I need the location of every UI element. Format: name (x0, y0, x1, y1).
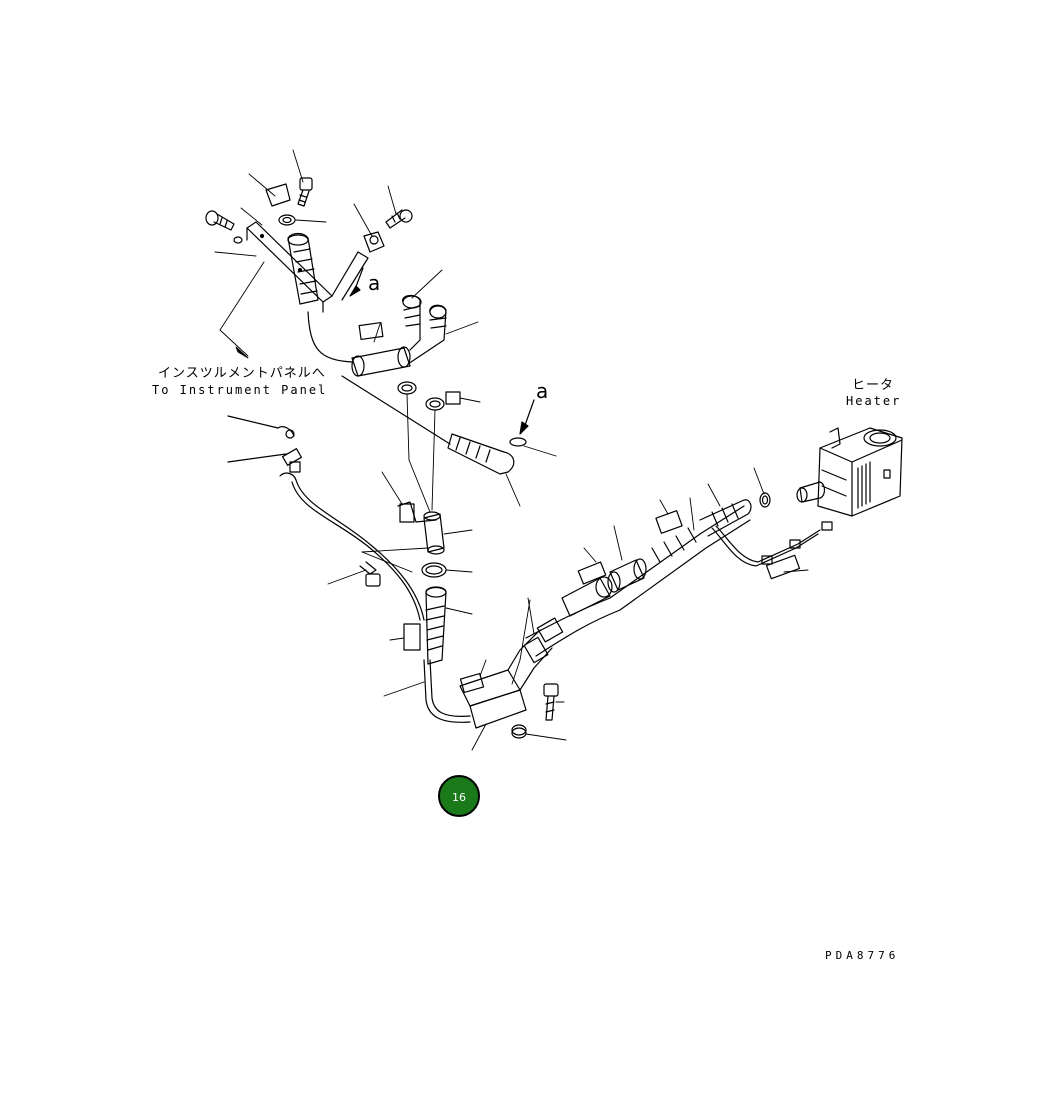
instrument-panel-bracket (247, 222, 368, 312)
clamp-right (760, 493, 770, 507)
bolt-top-left (206, 211, 242, 243)
harness-right (712, 522, 832, 579)
leader-lines-mid (374, 270, 556, 512)
bolt-left (360, 562, 380, 586)
bracket-center (398, 502, 436, 522)
heater-label-jp: ヒータ (852, 378, 895, 393)
duct-branch-left (403, 296, 421, 350)
wire-harness-left (228, 416, 424, 620)
bolt-top-right (386, 210, 412, 228)
clip-right (364, 232, 384, 252)
view-arrow-a-mid (520, 400, 534, 434)
duct-vertical (404, 587, 446, 664)
hose-clamp (422, 563, 446, 577)
heater-unit (818, 428, 902, 516)
duct-top (288, 234, 318, 305)
duct-elbow-mid (448, 434, 526, 474)
duct-long-right (524, 500, 751, 663)
view-a-label-mid: a (536, 379, 549, 403)
bolt-top-center (298, 178, 312, 206)
instrument-panel-label-en: To Instrument Panel (152, 383, 328, 397)
clip-top (266, 184, 295, 225)
leader-lines-right (528, 468, 808, 634)
nut-bottom (512, 725, 526, 738)
instrument-panel-label-jp: インスツルメントパネルへ (158, 366, 326, 381)
callout-badge[interactable]: 16 (438, 775, 480, 817)
duct-connector (308, 312, 450, 444)
callout-badge-number: 16 (452, 791, 466, 804)
view-a-label-top: a (368, 271, 381, 295)
drawing-number: PDA8776 (825, 949, 900, 962)
leader-lines-center (328, 472, 566, 750)
duct-branch-right (408, 305, 446, 364)
view-arrow-a-top (350, 268, 363, 296)
leader-lines-top (215, 150, 396, 358)
heater-outlet (797, 482, 825, 502)
duct-junction (460, 630, 552, 728)
bolt-bottom (544, 684, 558, 720)
heater-label-en: Heater (846, 394, 902, 408)
duct-tee (424, 512, 444, 554)
harness-down (424, 660, 470, 722)
